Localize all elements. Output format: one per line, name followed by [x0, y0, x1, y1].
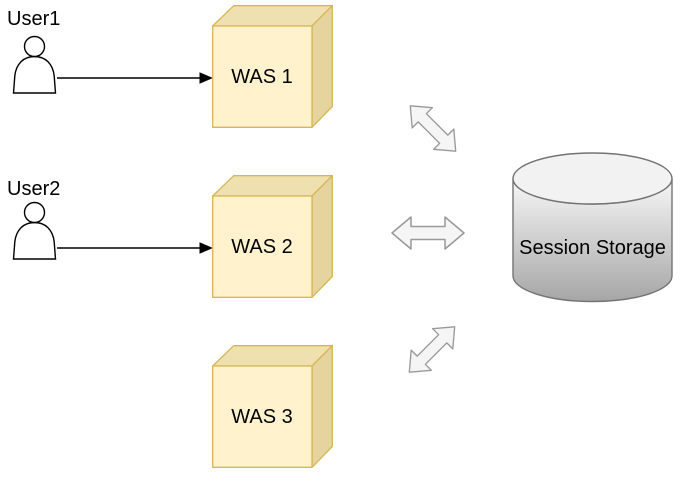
cube-3d-icon — [212, 345, 333, 468]
arrowhead-icon — [199, 242, 213, 254]
cube-front-face — [212, 365, 313, 468]
person-body — [12, 221, 57, 260]
session-storage: Session Storage — [512, 152, 673, 303]
was3-box: WAS 3 — [212, 345, 333, 468]
user1-person-icon — [12, 35, 57, 94]
person-body — [12, 55, 57, 94]
cube-front-face — [212, 25, 313, 128]
user1-label: User1 — [7, 8, 61, 30]
database-cylinder-icon — [512, 152, 673, 303]
was3-storage-bidirectional-arrow-icon — [408, 326, 456, 373]
cube-side-face — [311, 175, 333, 298]
was3-label: WAS 3 — [231, 405, 293, 428]
user2-to-was2-connector-arrow — [57, 242, 213, 254]
was1-box: WAS 1 — [212, 5, 333, 128]
user1-to-was1-connector-arrow — [57, 72, 213, 84]
arrowhead-icon — [199, 72, 213, 84]
was1-label: WAS 1 — [231, 65, 293, 88]
cube-side-face — [311, 345, 333, 468]
cylinder-top — [512, 152, 673, 205]
cube-front-face — [212, 195, 313, 298]
cube-3d-icon — [212, 175, 333, 298]
user2-person-icon — [12, 201, 57, 260]
was2-label: WAS 2 — [231, 235, 293, 258]
user2-label: User2 — [7, 178, 61, 200]
cube-side-face — [311, 5, 333, 128]
person-head — [23, 201, 46, 224]
cube-3d-icon — [212, 5, 333, 128]
session-storage-label: Session Storage — [519, 236, 666, 259]
was2-storage-bidirectional-arrow-icon — [391, 216, 465, 250]
was1-storage-bidirectional-arrow-icon — [409, 105, 457, 152]
person-head — [23, 35, 46, 58]
was2-box: WAS 2 — [212, 175, 333, 298]
